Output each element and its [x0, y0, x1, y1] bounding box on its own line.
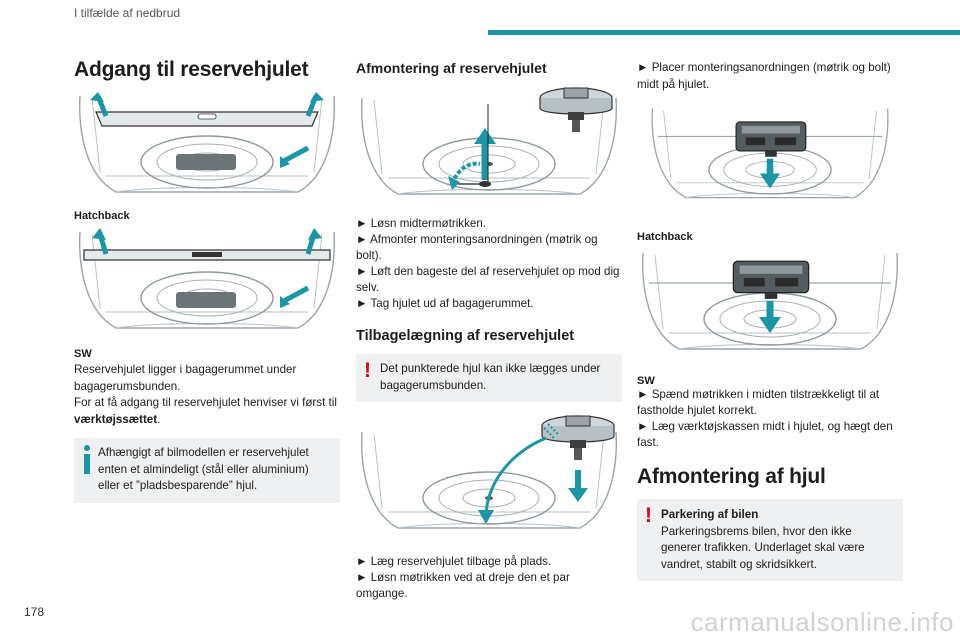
- illustration-sw-box: [639, 249, 901, 357]
- column-access: Adgang til reservehjulet Hatchback: [74, 54, 340, 503]
- info-note-wheel-type: Afhængigt af bilmodellen er reservehjule…: [74, 438, 340, 503]
- header-accent-bar: [488, 30, 960, 35]
- illustration-hatchback-box: [639, 105, 901, 205]
- step-remove-fixture: ► Afmonter monteringsanordningen (møtrik…: [356, 233, 598, 262]
- warning-title: Parkering af bilen: [661, 508, 759, 521]
- step-tighten-nut: ► Spænd møtrikken i midten tilstrækkelig…: [637, 388, 880, 417]
- section-title-refit: Tilbagelægning af reservehjulet: [356, 328, 575, 344]
- section-title-wheel-removal: Afmontering af hjul: [637, 465, 826, 488]
- section-title-removal: Afmontering af reservehjulet: [356, 60, 547, 76]
- label-hatchback: Hatchback: [74, 210, 130, 222]
- paragraph-location: Reservehjulet ligger i bagagerummet unde…: [74, 363, 297, 393]
- section-title-access: Adgang til reservehjulet: [74, 58, 309, 81]
- fixing-steps: ► Spænd møtrikken i midten tilstrækkelig…: [637, 387, 903, 451]
- label-hatchback-3: Hatchback: [637, 231, 693, 243]
- warning-icon: !: [364, 359, 371, 382]
- column-removal: Afmontering af reservehjulet ► Løsn midt…: [356, 54, 622, 602]
- step-loosen-nut: ► Løsn midtermøtrikken.: [356, 217, 487, 230]
- step-loosen-turns: ► Løsn møtrikken ved at dreje den et par…: [356, 571, 570, 600]
- step-put-back: ► Læg reservehjulet tilbage på plads.: [356, 555, 552, 568]
- column-fixing: ► Placer monteringsanordningen (møtrik o…: [637, 54, 903, 581]
- info-icon: [82, 444, 92, 474]
- illustration-refit: [358, 414, 620, 540]
- toolkit-reference: værktøjssættet: [74, 412, 158, 426]
- illustration-unscrew: [358, 84, 620, 202]
- illustration-sw-cover: [76, 228, 338, 336]
- page-number: 178: [24, 605, 45, 619]
- warning-note-punctured: ! Det punkterede hjul kan ikke lægges un…: [356, 354, 622, 402]
- running-header: I tilfælde af nedbrud: [74, 6, 181, 20]
- label-sw-3: SW: [637, 375, 655, 387]
- refit-steps: ► Læg reservehjulet tilbage på plads. ► …: [356, 554, 622, 602]
- label-sw: SW: [74, 348, 92, 360]
- removal-steps: ► Løsn midtermøtrikken. ► Afmonter monte…: [356, 216, 622, 312]
- warning-note-parking: ! Parkering af bilen Parkeringsbrems bil…: [637, 499, 903, 581]
- step-place-toolbox: ► Læg værktøjskassen midt i hjulet, og h…: [637, 420, 893, 449]
- step-lift-wheel: ► Løft den bageste del af reservehjulet …: [356, 265, 620, 294]
- step-take-out: ► Tag hjulet ud af bagagerummet.: [356, 297, 534, 310]
- warning-icon: !: [645, 504, 652, 527]
- step-place-fixture: ► Placer monteringsanordningen (møtrik o…: [637, 61, 891, 91]
- illustration-hatchback-cover: [76, 92, 338, 200]
- watermark: carmanualsonline.info: [690, 607, 954, 637]
- paragraph-toolkit: For at få adgang til reservehjulet henvi…: [74, 396, 337, 426]
